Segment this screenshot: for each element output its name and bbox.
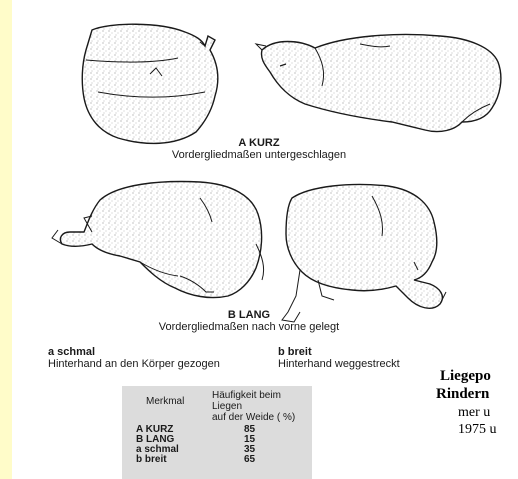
- frequency-table: Merkmal Häufigkeit beim Liegen auf der W…: [122, 386, 312, 479]
- group-a-caption: A KURZ Vordergliedmaßen untergeschlagen: [150, 137, 368, 161]
- table-rows: A KURZ 85 B LANG 15 a schmal 35 b breit …: [136, 425, 306, 465]
- table-header-feature: Merkmal: [146, 396, 184, 407]
- sub-b-caption: b breit Hinterhand weggestreckt: [278, 346, 400, 370]
- table-cell-feature: b breit: [136, 455, 167, 465]
- table-row: b breit 65: [136, 455, 306, 465]
- sub-a-label: a schmal: [48, 346, 95, 358]
- side-text-line4: 1975 u: [458, 422, 497, 438]
- cow-lying-long-front: [52, 182, 264, 298]
- sub-b-description: Hinterhand weggestreckt: [278, 358, 400, 370]
- sub-a-description: Hinterhand an den Körper gezogen: [48, 358, 220, 370]
- side-text-line2: Rindern: [436, 386, 489, 403]
- group-a-description: Vordergliedmaßen untergeschlagen: [172, 149, 346, 161]
- table-header-frequency: Häufigkeit beim Liegen auf der Weide ( %…: [212, 390, 312, 423]
- side-text-line1: Liegepo: [440, 368, 491, 385]
- side-text-line3: mer u: [458, 405, 490, 421]
- group-b-description: Vordergliedmaßen nach vorne gelegt: [159, 321, 339, 333]
- group-b-caption: B LANG Vordergliedmaßen nach vorne geleg…: [140, 309, 358, 333]
- table-header-frequency-line1: Häufigkeit beim Liegen: [212, 390, 281, 412]
- cow-lying-long-front-side: [282, 185, 446, 323]
- group-a-label: A KURZ: [238, 137, 279, 149]
- cow-lying-short-front: [82, 24, 217, 143]
- cow-lying-short-front-side: [256, 35, 501, 132]
- sub-b-label: b breit: [278, 346, 312, 358]
- sub-a-caption: a schmal Hinterhand an den Körper gezoge…: [48, 346, 220, 370]
- table-header-frequency-line2: auf der Weide ( %): [212, 412, 295, 423]
- table-cell-value: 65: [244, 455, 255, 465]
- group-b-label: B LANG: [228, 309, 270, 321]
